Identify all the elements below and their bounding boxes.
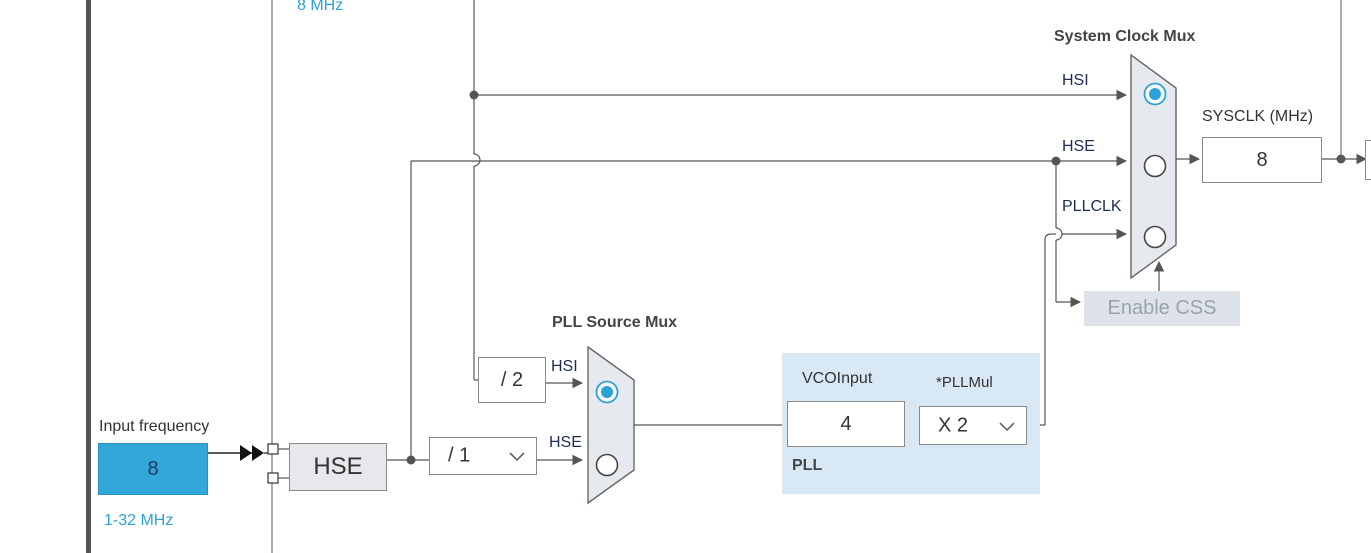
hse-pin-bottom (267, 472, 279, 484)
hse-oscillator-block[interactable]: HSE (289, 443, 387, 491)
enable-css-label: Enable CSS (1107, 297, 1217, 319)
input-frequency-value: 8 (147, 457, 159, 480)
pll-mux-input-hse-label: HSE (549, 434, 582, 451)
sysmux-input-hse-label: HSE (1062, 138, 1095, 155)
enable-css-button[interactable]: Enable CSS (1084, 291, 1240, 326)
sysmux-input-hsi-label: HSI (1062, 72, 1089, 89)
chevron-down-icon (509, 452, 525, 462)
input-frequency-label: Input frequency (99, 418, 210, 435)
pll-mux-input-hsi-label: HSI (551, 358, 578, 375)
sysclk-value: 8 (1256, 148, 1268, 171)
input-frequency-range: 1-32 MHz (104, 512, 174, 529)
hsi-div2-box: / 2 (478, 357, 546, 403)
hsi-div2-value: / 2 (500, 368, 524, 391)
sysmux-input-pllclk-label: PLLCLK (1062, 198, 1122, 215)
pllmul-dropdown[interactable]: X 2 (919, 406, 1027, 445)
css-wire-hop (1055, 227, 1063, 241)
pllmul-value: X 2 (938, 414, 969, 436)
system-clock-mux-title: System Clock Mux (1054, 28, 1196, 45)
pll-mux-radio-hsi[interactable] (595, 380, 619, 404)
top-frequency-label: 8 MHz (297, 0, 344, 14)
pllmul-label: *PLLMul (936, 374, 993, 391)
sysclk-junction-dot (1336, 154, 1346, 164)
vco-input-value: 4 (840, 412, 852, 435)
sysmux-radio-hsi[interactable] (1143, 82, 1167, 106)
chevron-down-icon (999, 421, 1015, 431)
hse-prediv-value: / 1 (448, 444, 471, 467)
vco-input-label: VCOInput (802, 370, 873, 387)
hse-block-label: HSE (313, 453, 363, 480)
hse-prediv-dropdown[interactable]: / 1 (429, 437, 537, 475)
sysclk-label: SYSCLK (MHz) (1202, 108, 1314, 125)
left-frame-border (86, 0, 91, 553)
hse-pin-top (267, 443, 279, 455)
pll-source-mux-title: PLL Source Mux (552, 314, 678, 331)
input-frequency-field[interactable]: 8 (98, 443, 208, 495)
sysmux-radio-pllclk[interactable] (1143, 225, 1167, 249)
hsi-bus-hop (473, 153, 481, 167)
pll-label: PLL (792, 457, 823, 474)
pll-mux-radio-hse[interactable] (595, 453, 619, 477)
next-block-partial (1365, 140, 1371, 180)
sysclk-box: 8 (1202, 137, 1322, 183)
pll-source-mux-shape (587, 345, 635, 505)
vco-input-box: 4 (787, 401, 905, 447)
sysmux-radio-hse[interactable] (1143, 154, 1167, 178)
